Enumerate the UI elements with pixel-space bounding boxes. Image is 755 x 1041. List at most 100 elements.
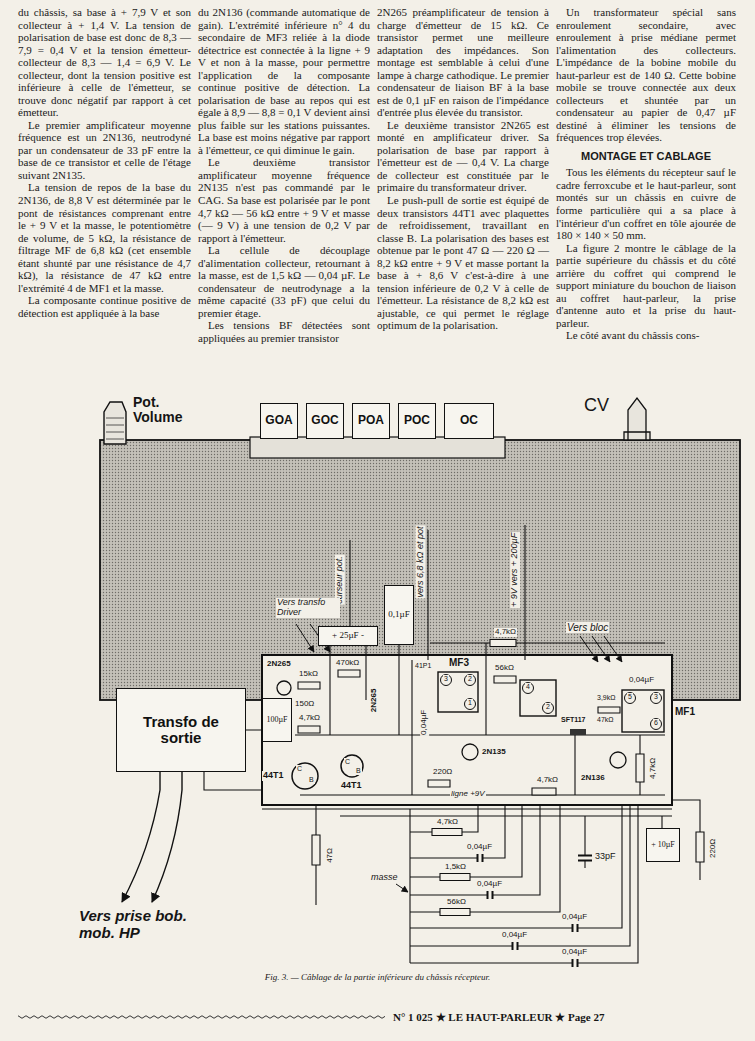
pin-number: 4 — [525, 683, 531, 691]
value-label: 220Ω — [432, 768, 453, 777]
capacitor-box: 0,1µF — [384, 585, 414, 645]
text-column: 2N265 préamplificateur de tension à char… — [377, 6, 549, 332]
pin-number: 6 — [653, 719, 659, 727]
transistor-symbol — [341, 755, 363, 777]
figure-caption: Fig. 3. — Câblage de la partie inférieur… — [0, 972, 755, 982]
pin-circle — [651, 693, 662, 704]
wiring — [204, 525, 700, 963]
text-column: du 2N136 (commande automatique de gain).… — [198, 6, 370, 344]
value-label: 0,04µF — [476, 880, 503, 889]
value-label: 1,5kΩ — [444, 863, 467, 872]
value-label: 3,9kΩ — [596, 694, 616, 702]
transistor-symbol — [292, 763, 318, 789]
value-label: 33pF — [594, 852, 617, 862]
wire-note: vers 6,8 kΩ et pot — [415, 526, 425, 599]
circuit-board — [262, 655, 672, 805]
value-label: 0,04µF — [420, 708, 429, 735]
text-column: Un transformateur spécial sans enrouleme… — [556, 6, 736, 342]
transformer-label: MF3 — [448, 657, 470, 668]
terminal-letter: C — [344, 758, 351, 766]
value-label: 4,7kΩ — [494, 628, 517, 637]
wire-note: + 9V vers + 200µF — [510, 532, 520, 608]
transistor-label: 2N135 — [481, 748, 507, 757]
pot-hatch — [106, 418, 124, 439]
body-paragraph: 2N265 préamplificateur de tension à char… — [377, 6, 549, 119]
pin-circle — [651, 719, 662, 730]
box-text: GOC — [311, 414, 338, 427]
value-label: 220Ω — [709, 837, 718, 858]
pin-circle — [465, 675, 476, 686]
leader-arrow — [296, 624, 314, 652]
if-transformer-can — [622, 690, 664, 732]
body-paragraph: Le push-pull de sortie est équipé de deu… — [377, 194, 549, 332]
value-label: 56kΩ — [494, 664, 515, 673]
value-label: 150Ω — [294, 700, 315, 709]
value-label: 47kΩ — [596, 716, 615, 724]
box-text: POA — [358, 414, 384, 427]
switch-tab: GOC — [306, 403, 344, 439]
body-paragraph: La tension de repos de la base du 2N136,… — [18, 181, 191, 294]
body-paragraph: Le premier amplificateur moyenne fréquen… — [18, 119, 191, 182]
body-paragraph: La figure 2 montre le câblage de la part… — [556, 242, 736, 330]
value-label: 47Ω — [326, 846, 335, 863]
switch-tab: POA — [352, 403, 390, 439]
body-paragraph: La cellule de découplage d'alimentation … — [198, 244, 370, 319]
if-transformer-can — [438, 672, 478, 712]
transistor-symbol — [277, 681, 291, 695]
pin-number: 2 — [545, 703, 551, 711]
speaker-lead — [152, 772, 182, 902]
body-paragraph: Le deuxième transistor amplificateur moy… — [198, 156, 370, 244]
pin-circle — [543, 703, 554, 714]
value-label: 4,7kΩ — [298, 714, 321, 723]
leader-arrow — [396, 884, 408, 892]
transistor-label: 44T1 — [340, 781, 363, 791]
terminal-letter: B — [308, 776, 315, 784]
body-paragraph: Le deuxième transistor 2N265 est monté e… — [377, 119, 549, 194]
transformer-label: MF1 — [674, 706, 696, 717]
value-label: 56kΩ — [446, 898, 467, 907]
capacitor-symbol — [478, 854, 593, 967]
value-label: 4,7kΩ — [436, 818, 459, 827]
transformer-box: Transfo de sortie — [116, 688, 246, 772]
footer-rule — [18, 1014, 385, 1020]
box-text: Transfo de sortie — [136, 714, 226, 747]
tuning-capacitor — [624, 398, 650, 440]
switch-tab: GOA — [260, 403, 298, 439]
value-label: 0,04µF — [466, 843, 493, 852]
wire-note: ligne +9V — [450, 790, 486, 799]
ground-note: masse — [370, 873, 399, 883]
wire-note: Vers transfo Driver — [276, 598, 340, 618]
body-paragraph: La composante continue positive de détec… — [18, 294, 191, 319]
capacitor-box: 100µF — [262, 698, 292, 742]
body-paragraph: Tous les éléments du récepteur sauf le c… — [556, 166, 736, 241]
body-paragraph: Le côté avant du châssis cons- — [556, 329, 736, 342]
pin-number: 2 — [467, 675, 473, 683]
diode-label: SFT117 — [560, 716, 587, 724]
value-label: 0,04µF — [561, 913, 588, 922]
box-text: 100µF — [266, 716, 287, 725]
terminal-letter: B — [355, 767, 362, 775]
pot-shaft — [104, 402, 126, 444]
transistor-label: 2N136 — [580, 774, 606, 783]
value-label: 0,04µF — [628, 676, 655, 685]
wire-note: Vers bloc — [566, 622, 609, 633]
pin-circle — [441, 675, 452, 686]
body-paragraph: du châssis, sa base à + 7,9 V et son col… — [18, 6, 191, 119]
box-text: GOA — [265, 414, 292, 427]
text-column: du châssis, sa base à + 7,9 V et son col… — [18, 6, 191, 319]
control-label: CV — [583, 396, 610, 416]
switch-strip — [250, 437, 505, 458]
box-text: + 10µF — [651, 841, 675, 850]
capacitor-box: + 25µF - — [318, 626, 378, 646]
transistor-label: 2N265 — [266, 660, 292, 669]
capacitor-box: + 10µF — [646, 828, 680, 862]
if-transformer-can — [520, 680, 556, 716]
speaker-lead — [122, 772, 160, 902]
switch-tab: POC — [398, 403, 436, 439]
body-paragraph: du 2N136 (commande automatique de gain).… — [198, 6, 370, 156]
value-label: 0,04µF — [561, 948, 588, 957]
value-label: 15kΩ — [298, 670, 319, 679]
transistor-symbol — [462, 744, 478, 760]
diode-symbol — [570, 729, 586, 735]
pin-number: 1 — [467, 699, 473, 707]
